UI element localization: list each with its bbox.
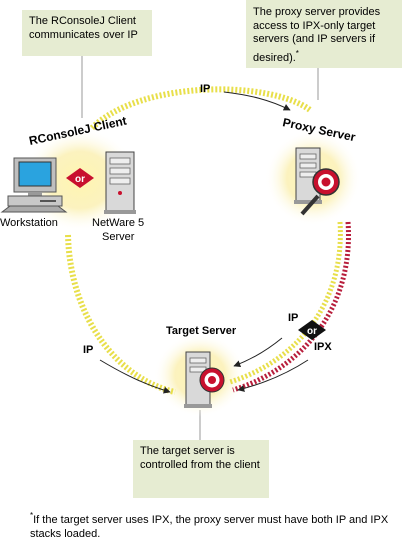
callout-target-text: The target server is controlled from the… xyxy=(140,445,260,471)
callout-proxy-text: The proxy server provides access to IPX-… xyxy=(253,6,381,64)
workstation-icon xyxy=(0,157,68,213)
workstation-label: Workstation xyxy=(0,217,58,229)
netware-server-icon xyxy=(104,151,136,214)
ipx-path-right xyxy=(232,221,351,393)
footnote-text: If the target server uses IPX, the proxy… xyxy=(30,514,389,540)
target-bullseye-icon xyxy=(199,367,225,393)
netware-label-line2: Server xyxy=(102,231,135,243)
ip-label-left: IP xyxy=(83,344,94,356)
callout-target: The target server is controlled from the… xyxy=(133,440,269,498)
client-or-badge xyxy=(66,168,94,188)
arrow-ip-left xyxy=(99,359,171,394)
callout-client-text: The RConsoleJ Client communicates over I… xyxy=(29,15,138,41)
netware-label-line1: NetWare 5 xyxy=(92,217,145,229)
ip-label-top: IP xyxy=(200,83,211,95)
ipx-label-right: IPX xyxy=(314,341,332,353)
link-or-badge xyxy=(298,320,326,340)
ip-path-left xyxy=(65,234,176,395)
callout-client: The RConsoleJ Client communicates over I… xyxy=(22,10,152,56)
arrow-ipx-right xyxy=(237,359,309,392)
footnote-asterisk: * xyxy=(30,511,34,520)
magnifier-icon xyxy=(300,168,340,216)
footnote: *If the target server uses IPX, the prox… xyxy=(30,509,400,541)
ip-path-right xyxy=(229,221,343,385)
target-title: Target Server xyxy=(166,325,237,337)
ip-path-top xyxy=(89,86,312,131)
ip-label-right: IP xyxy=(288,312,299,324)
link-or-label: or xyxy=(307,326,317,337)
client-or-label: or xyxy=(75,174,85,185)
callout-proxy-asterisk: * xyxy=(295,48,299,58)
callout-proxy: The proxy server provides access to IPX-… xyxy=(246,0,402,68)
arrow-ip-top xyxy=(223,91,291,111)
arrow-ip-right xyxy=(233,337,283,368)
